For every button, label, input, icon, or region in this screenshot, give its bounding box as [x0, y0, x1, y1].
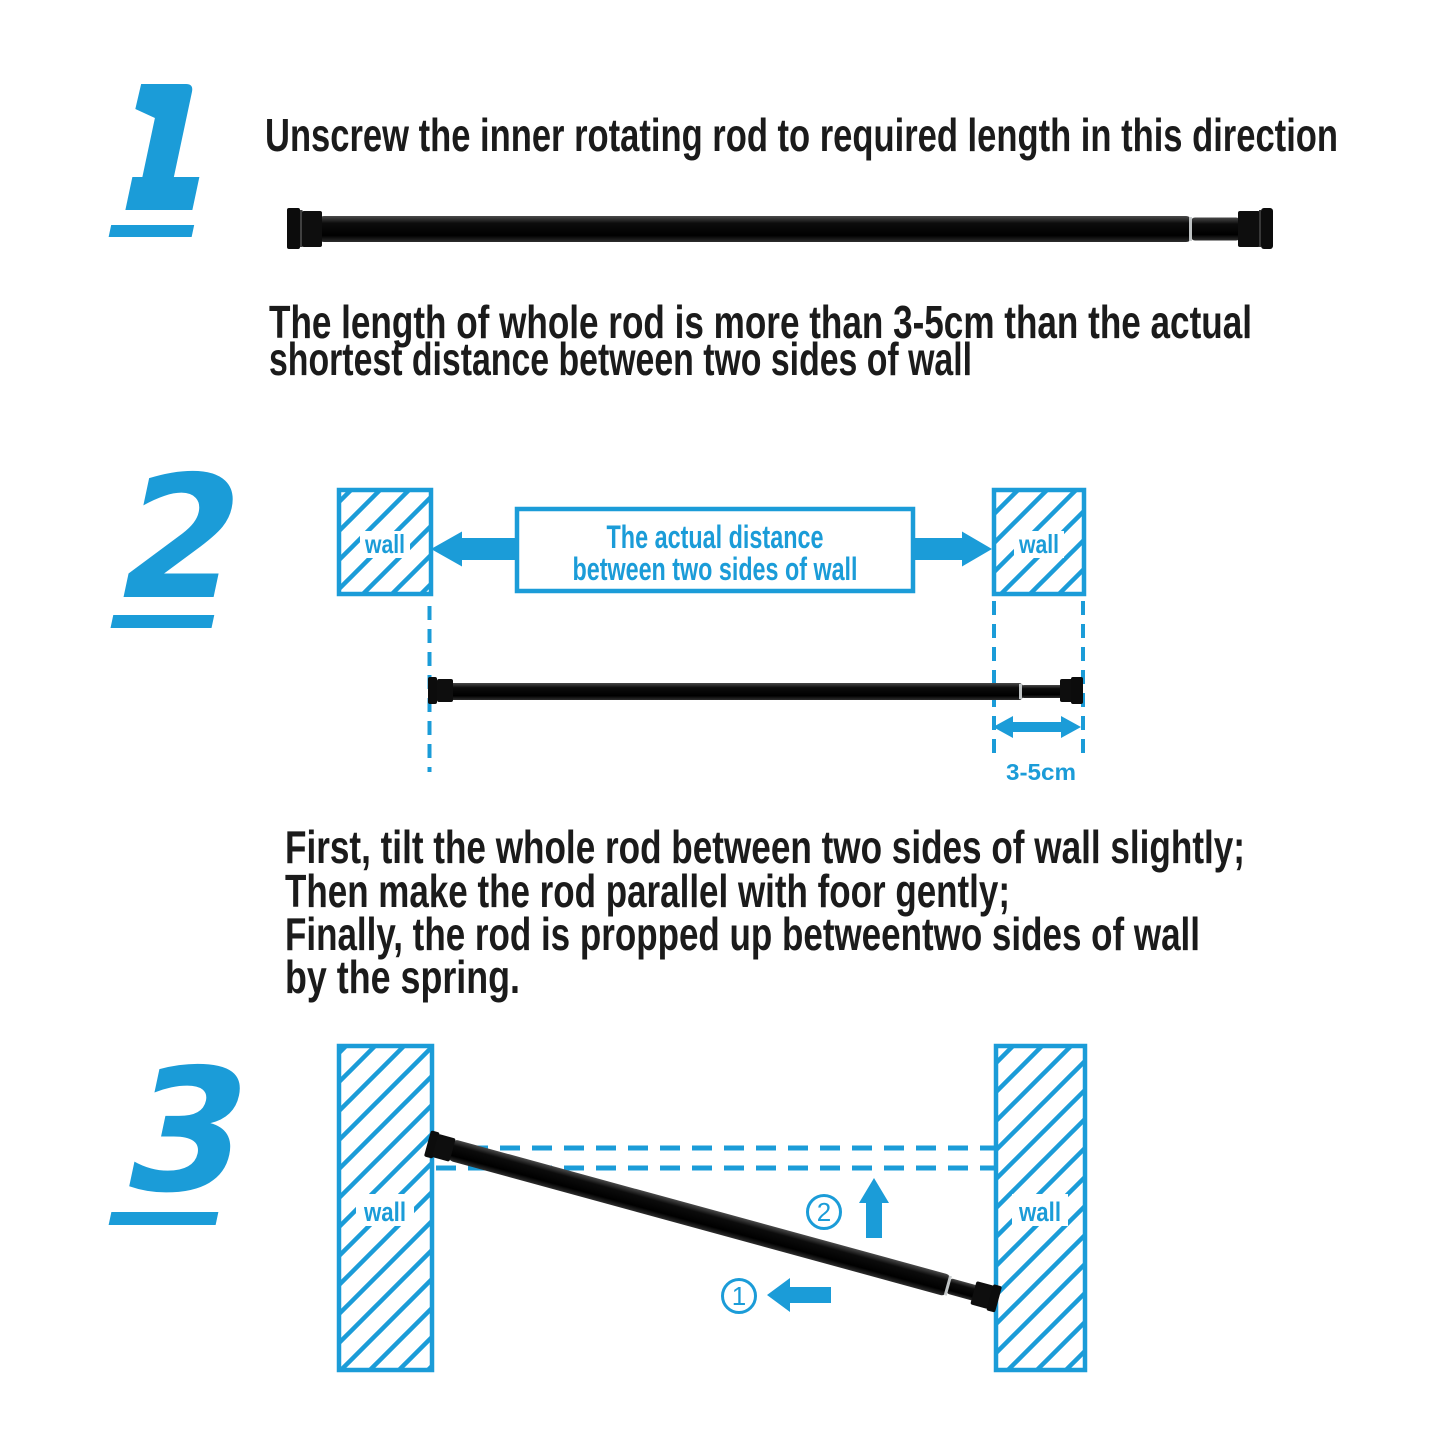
step2-wall-left-label: wall — [364, 529, 405, 559]
step1-body-line2: shortest distance between two sides of w… — [269, 333, 972, 385]
step3-wall-left-label: wall — [363, 1197, 406, 1227]
rod-image-1 — [287, 208, 1273, 249]
step2-diagram: wall wall The actual distance between tw… — [336, 487, 1087, 785]
step2-number-underline — [110, 615, 215, 628]
step2-wall-right: wall — [991, 487, 1087, 597]
step3-wall-right: wall — [993, 1043, 1088, 1373]
step2-gap-arrow — [993, 716, 1081, 738]
step3-number-glyph: 3 — [108, 1032, 269, 1231]
step1-number-glyph — [108, 84, 200, 237]
step3-diagram: wall wall 2 1 — [336, 1043, 1088, 1373]
step3-up-arrow — [859, 1178, 889, 1238]
step2-arrow-right — [913, 531, 992, 567]
step1-heading: Unscrew the inner rotating rod to requir… — [265, 109, 1338, 161]
step3-push-marker: 1 — [721, 1278, 831, 1314]
step2-body-line4: by the spring. — [285, 951, 520, 1003]
rod2-junction-ring — [1019, 684, 1022, 699]
step1-body-line1: The length of whole rod is more than 3-5… — [269, 296, 1252, 348]
step3-push-number: 1 — [732, 1281, 746, 1311]
step3-left-arrow — [767, 1278, 831, 1312]
rod3-junction-ring — [943, 1275, 952, 1296]
step1-number-underline — [108, 225, 195, 237]
step2-number-glyph: 2 — [101, 439, 262, 638]
step2-distance-box: The actual distance between two sides of… — [514, 506, 916, 594]
rod1-junction-ring — [1189, 217, 1192, 241]
step2-body-line2: Then make the rod parallel with foor gen… — [285, 865, 1010, 917]
step3-number-underline — [108, 1212, 219, 1225]
step2-distance-line1: The actual distance — [607, 519, 824, 555]
step3-wall-right-label: wall — [1018, 1197, 1061, 1227]
step2-wall-right-label: wall — [1018, 529, 1059, 559]
step3-lift-marker: 2 — [806, 1178, 889, 1238]
rod-image-3 — [424, 1130, 1002, 1313]
step2-distance-line2: between two sides of wall — [573, 551, 858, 587]
step2-gap-label: 3-5cm — [1006, 759, 1076, 785]
step2-body-line3: Finally, the rod is propped up betweentw… — [285, 908, 1200, 960]
step2-arrow-left — [431, 531, 517, 567]
step3-lift-number: 2 — [817, 1197, 831, 1227]
step3-wall-left: wall — [336, 1043, 435, 1373]
step2-wall-left: wall — [336, 487, 434, 597]
rod-image-2 — [428, 677, 1083, 704]
step2-body-line1: First, tilt the whole rod between two si… — [285, 821, 1245, 873]
